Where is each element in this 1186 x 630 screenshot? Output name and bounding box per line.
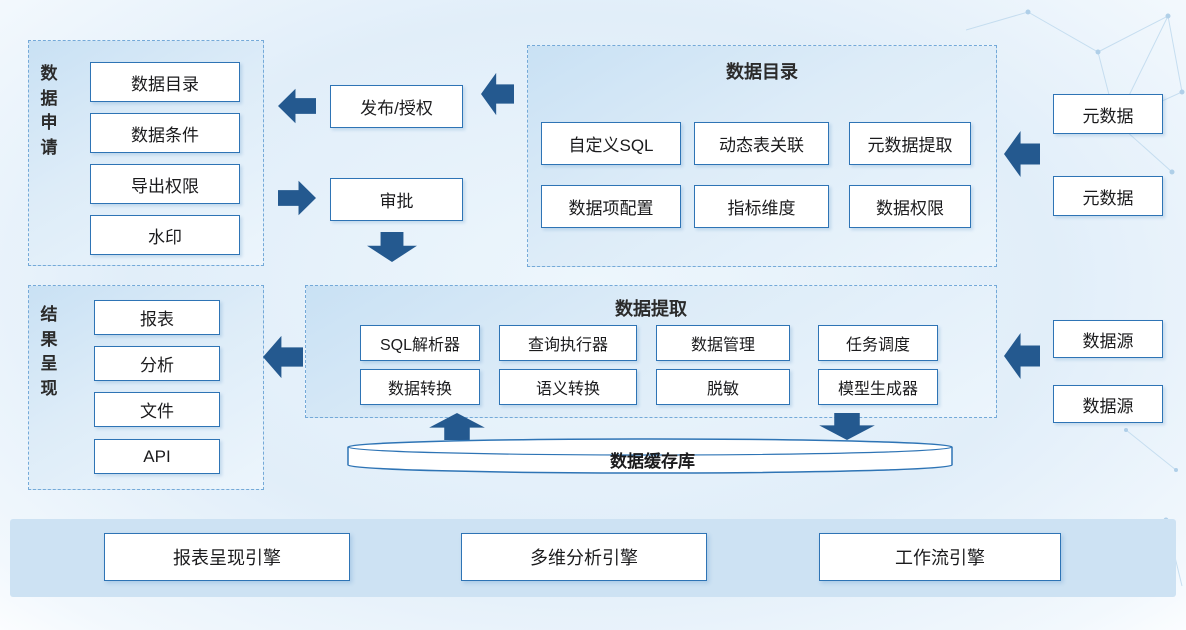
node-approval: 审批 <box>330 178 463 221</box>
node-sql-parser: SQL解析器 <box>360 325 480 361</box>
arrow-approval-down-icon <box>367 232 417 262</box>
node-file: 文件 <box>94 392 220 427</box>
node-task-scheduler: 任务调度 <box>818 325 938 361</box>
node-export-permission: 导出权限 <box>90 164 240 204</box>
node-data-permission: 数据权限 <box>849 185 971 228</box>
node-data-conditions: 数据条件 <box>90 113 240 153</box>
cache-label: 数据缓存库 <box>610 452 695 471</box>
node-publish-authorize: 发布/授权 <box>330 85 463 128</box>
node-report: 报表 <box>94 300 220 335</box>
node-metadata-extraction: 元数据提取 <box>849 122 971 165</box>
node-api: API <box>94 439 220 474</box>
arrow-application-to-approval-icon <box>278 180 316 216</box>
node-custom-sql: 自定义SQL <box>541 122 681 165</box>
cache-cylinder: 数据缓存库 <box>345 436 960 476</box>
panel-title-result-presentation: 结果呈现 <box>40 305 58 398</box>
node-model-generator: 模型生成器 <box>818 369 938 405</box>
node-data-item-config: 数据项配置 <box>541 185 681 228</box>
node-data-transform: 数据转换 <box>360 369 480 405</box>
panel-title-data-catalog: 数据目录 <box>726 62 798 82</box>
arrow-extraction-to-presentation-icon <box>263 335 303 379</box>
node-datasource-1: 数据源 <box>1053 320 1163 358</box>
cylinder-shape-icon <box>347 438 953 474</box>
arrow-datasource-in-icon <box>1004 332 1040 380</box>
arrow-catalog-to-publish-icon <box>481 72 514 116</box>
node-data-catalog-entry: 数据目录 <box>90 62 240 102</box>
node-workflow-engine: 工作流引擎 <box>819 533 1061 581</box>
node-watermark: 水印 <box>90 215 240 255</box>
node-desensitization: 脱敏 <box>656 369 790 405</box>
arrow-publish-to-application-icon <box>278 88 316 124</box>
node-query-executor: 查询执行器 <box>499 325 637 361</box>
node-data-management: 数据管理 <box>656 325 790 361</box>
node-metadata-2: 元数据 <box>1053 176 1163 216</box>
node-semantic-transform: 语义转换 <box>499 369 637 405</box>
panel-title-data-extraction: 数据提取 <box>615 299 687 319</box>
node-metadata-1: 元数据 <box>1053 94 1163 134</box>
node-analysis: 分析 <box>94 346 220 381</box>
panel-title-data-application: 数据申请 <box>40 64 58 157</box>
node-indicator-dimension: 指标维度 <box>694 185 829 228</box>
arrow-metadata-in-icon <box>1004 130 1040 178</box>
node-olap-engine: 多维分析引擎 <box>461 533 707 581</box>
node-report-engine: 报表呈现引擎 <box>104 533 350 581</box>
node-dynamic-table-join: 动态表关联 <box>694 122 829 165</box>
node-datasource-2: 数据源 <box>1053 385 1163 423</box>
